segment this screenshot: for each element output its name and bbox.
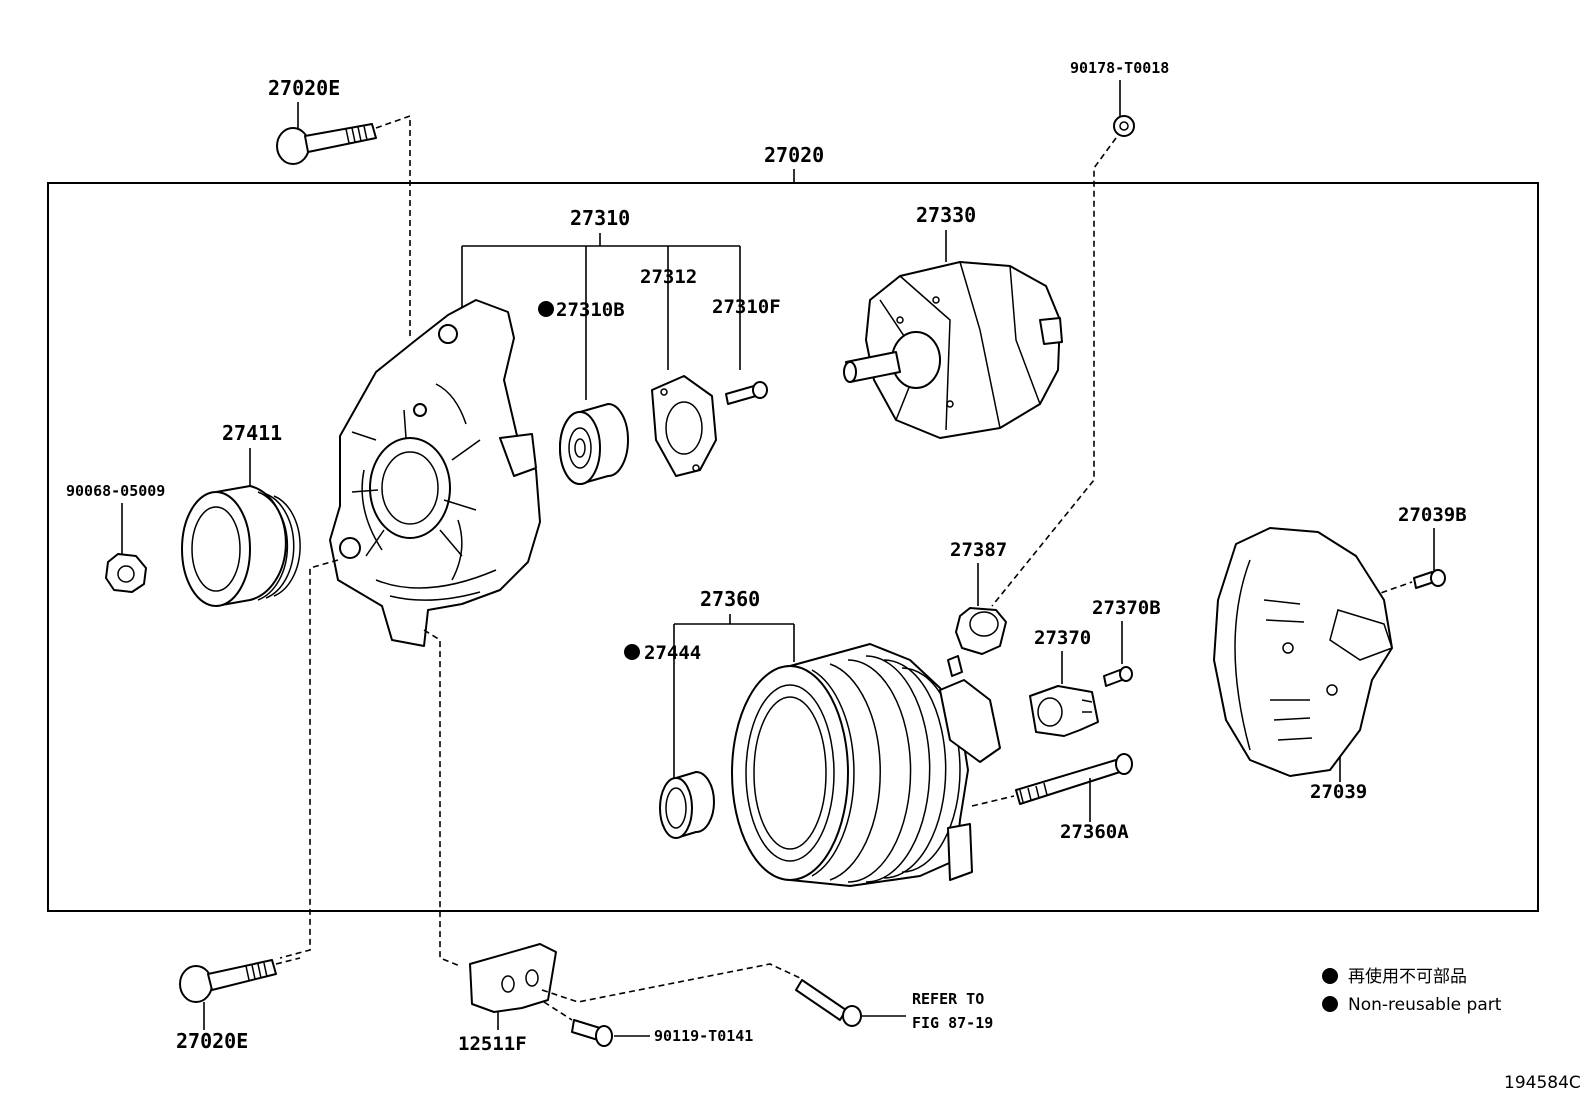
rotor-27330	[843, 261, 1063, 439]
label-27444: 27444	[644, 642, 701, 664]
regulator-27370	[1029, 685, 1099, 737]
bracket-12511F	[469, 943, 557, 1013]
rear-cover-27039	[1213, 527, 1393, 777]
nonreusable-mark-27310B	[538, 301, 554, 317]
label-27330: 27330	[916, 203, 976, 227]
screw-27310F	[725, 381, 768, 405]
rectifier-end-frame-27360	[731, 643, 1001, 887]
drive-end-frame	[329, 299, 541, 647]
bolt-27039B	[1413, 569, 1446, 589]
assembly-frame	[47, 182, 1539, 912]
label-27020E-top: 27020E	[268, 76, 340, 100]
label-27020E-bottom: 27020E	[176, 1029, 248, 1053]
label-27387: 27387	[950, 539, 1007, 561]
label-27039: 27039	[1310, 781, 1367, 803]
label-27310: 27310	[570, 206, 630, 230]
label-refer-line1: REFER TO	[912, 990, 984, 1008]
label-90119-T0141: 90119-T0141	[654, 1027, 753, 1045]
screw-27370B	[1103, 666, 1133, 687]
through-bolt-27360A	[1015, 753, 1133, 805]
bolt-27020E-bottom	[179, 959, 277, 1003]
nut-90178-T0018	[1113, 115, 1135, 137]
label-90178-T0018: 90178-T0018	[1070, 59, 1169, 77]
bearing-cover-27444	[659, 771, 715, 839]
bolt-90119-T0141	[571, 1019, 613, 1047]
nonreusable-mark-27444	[624, 644, 640, 660]
bearing-27310B	[559, 403, 629, 485]
legend-japanese: 再使用不可部品	[1348, 966, 1467, 987]
diagram-code: 194584C	[1504, 1073, 1581, 1093]
label-27310B: 27310B	[556, 299, 625, 321]
legend-mark-2	[1322, 996, 1338, 1012]
label-refer-line2: FIG 87-19	[912, 1014, 993, 1032]
bolt-refer-fig-87-19	[795, 979, 862, 1027]
bolt-27020E-top	[276, 123, 377, 165]
label-90068-05009: 90068-05009	[66, 482, 165, 500]
legend-mark-1	[1322, 968, 1338, 984]
pulley-27411	[181, 485, 301, 607]
label-12511F: 12511F	[458, 1033, 527, 1055]
legend-english: Non-reusable part	[1348, 995, 1502, 1015]
label-27310F: 27310F	[712, 296, 781, 318]
label-27039B: 27039B	[1398, 504, 1467, 526]
label-27360: 27360	[700, 587, 760, 611]
retainer-27312	[651, 375, 717, 477]
label-27411: 27411	[222, 421, 282, 445]
label-27312: 27312	[640, 266, 697, 288]
label-27020: 27020	[764, 143, 824, 167]
label-27370B: 27370B	[1092, 597, 1161, 619]
insulator-27387	[955, 607, 1007, 655]
nut-90068-05009	[105, 553, 147, 593]
label-27370: 27370	[1034, 627, 1091, 649]
label-27360A: 27360A	[1060, 821, 1129, 843]
